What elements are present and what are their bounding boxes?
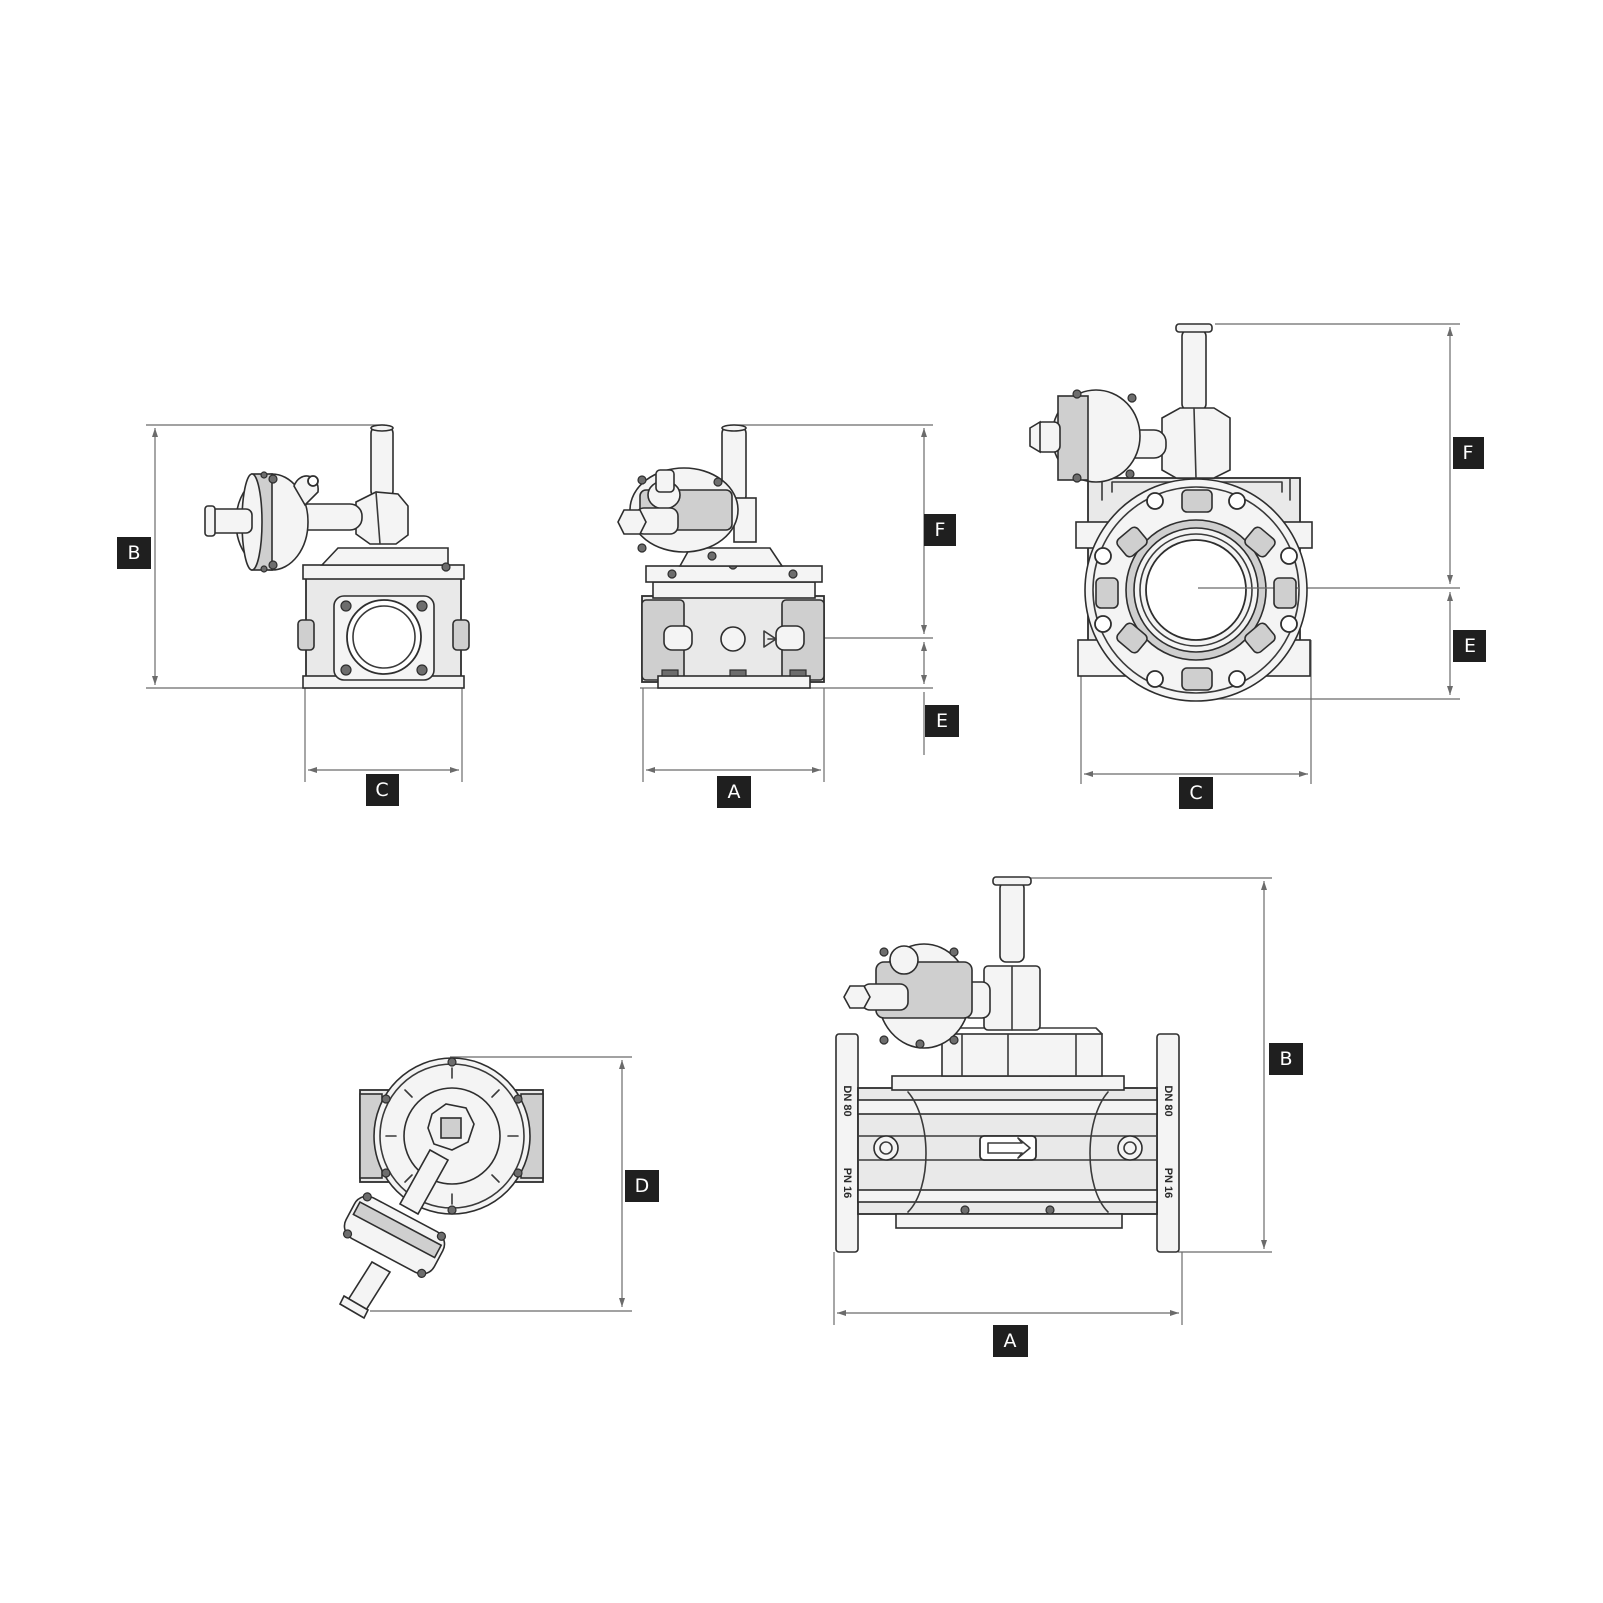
label-e-view3: E — [1464, 635, 1476, 657]
label-e-view2: E — [936, 710, 948, 732]
label-c-view3: C — [1189, 782, 1202, 804]
label-c-view1: C — [375, 779, 388, 801]
label-f-view2: F — [935, 519, 946, 541]
flange-dn-right: DN 80 — [1162, 1085, 1174, 1116]
flange-dn-left: DN 80 — [841, 1085, 853, 1116]
label-b-view1: B — [127, 542, 140, 564]
label-f-view3: F — [1463, 442, 1474, 464]
label-a-view5: A — [1004, 1330, 1017, 1352]
view-flanged-side: DN 80 PN 16 DN 80 PN 16 — [833, 876, 1303, 1357]
label-a-view2: A — [728, 781, 741, 803]
label-d-view4: D — [635, 1175, 650, 1197]
flange-pn-left: PN 16 — [841, 1168, 853, 1199]
flange-bolt-holes — [1094, 489, 1298, 691]
flange-pn-right: PN 16 — [1162, 1168, 1174, 1199]
view-flange-end: F E C — [1029, 323, 1486, 809]
view-front-center: F E A — [617, 424, 959, 808]
view-top: D — [338, 1056, 659, 1320]
view-side-left: B C — [117, 424, 470, 806]
label-b-view5: B — [1279, 1048, 1292, 1070]
